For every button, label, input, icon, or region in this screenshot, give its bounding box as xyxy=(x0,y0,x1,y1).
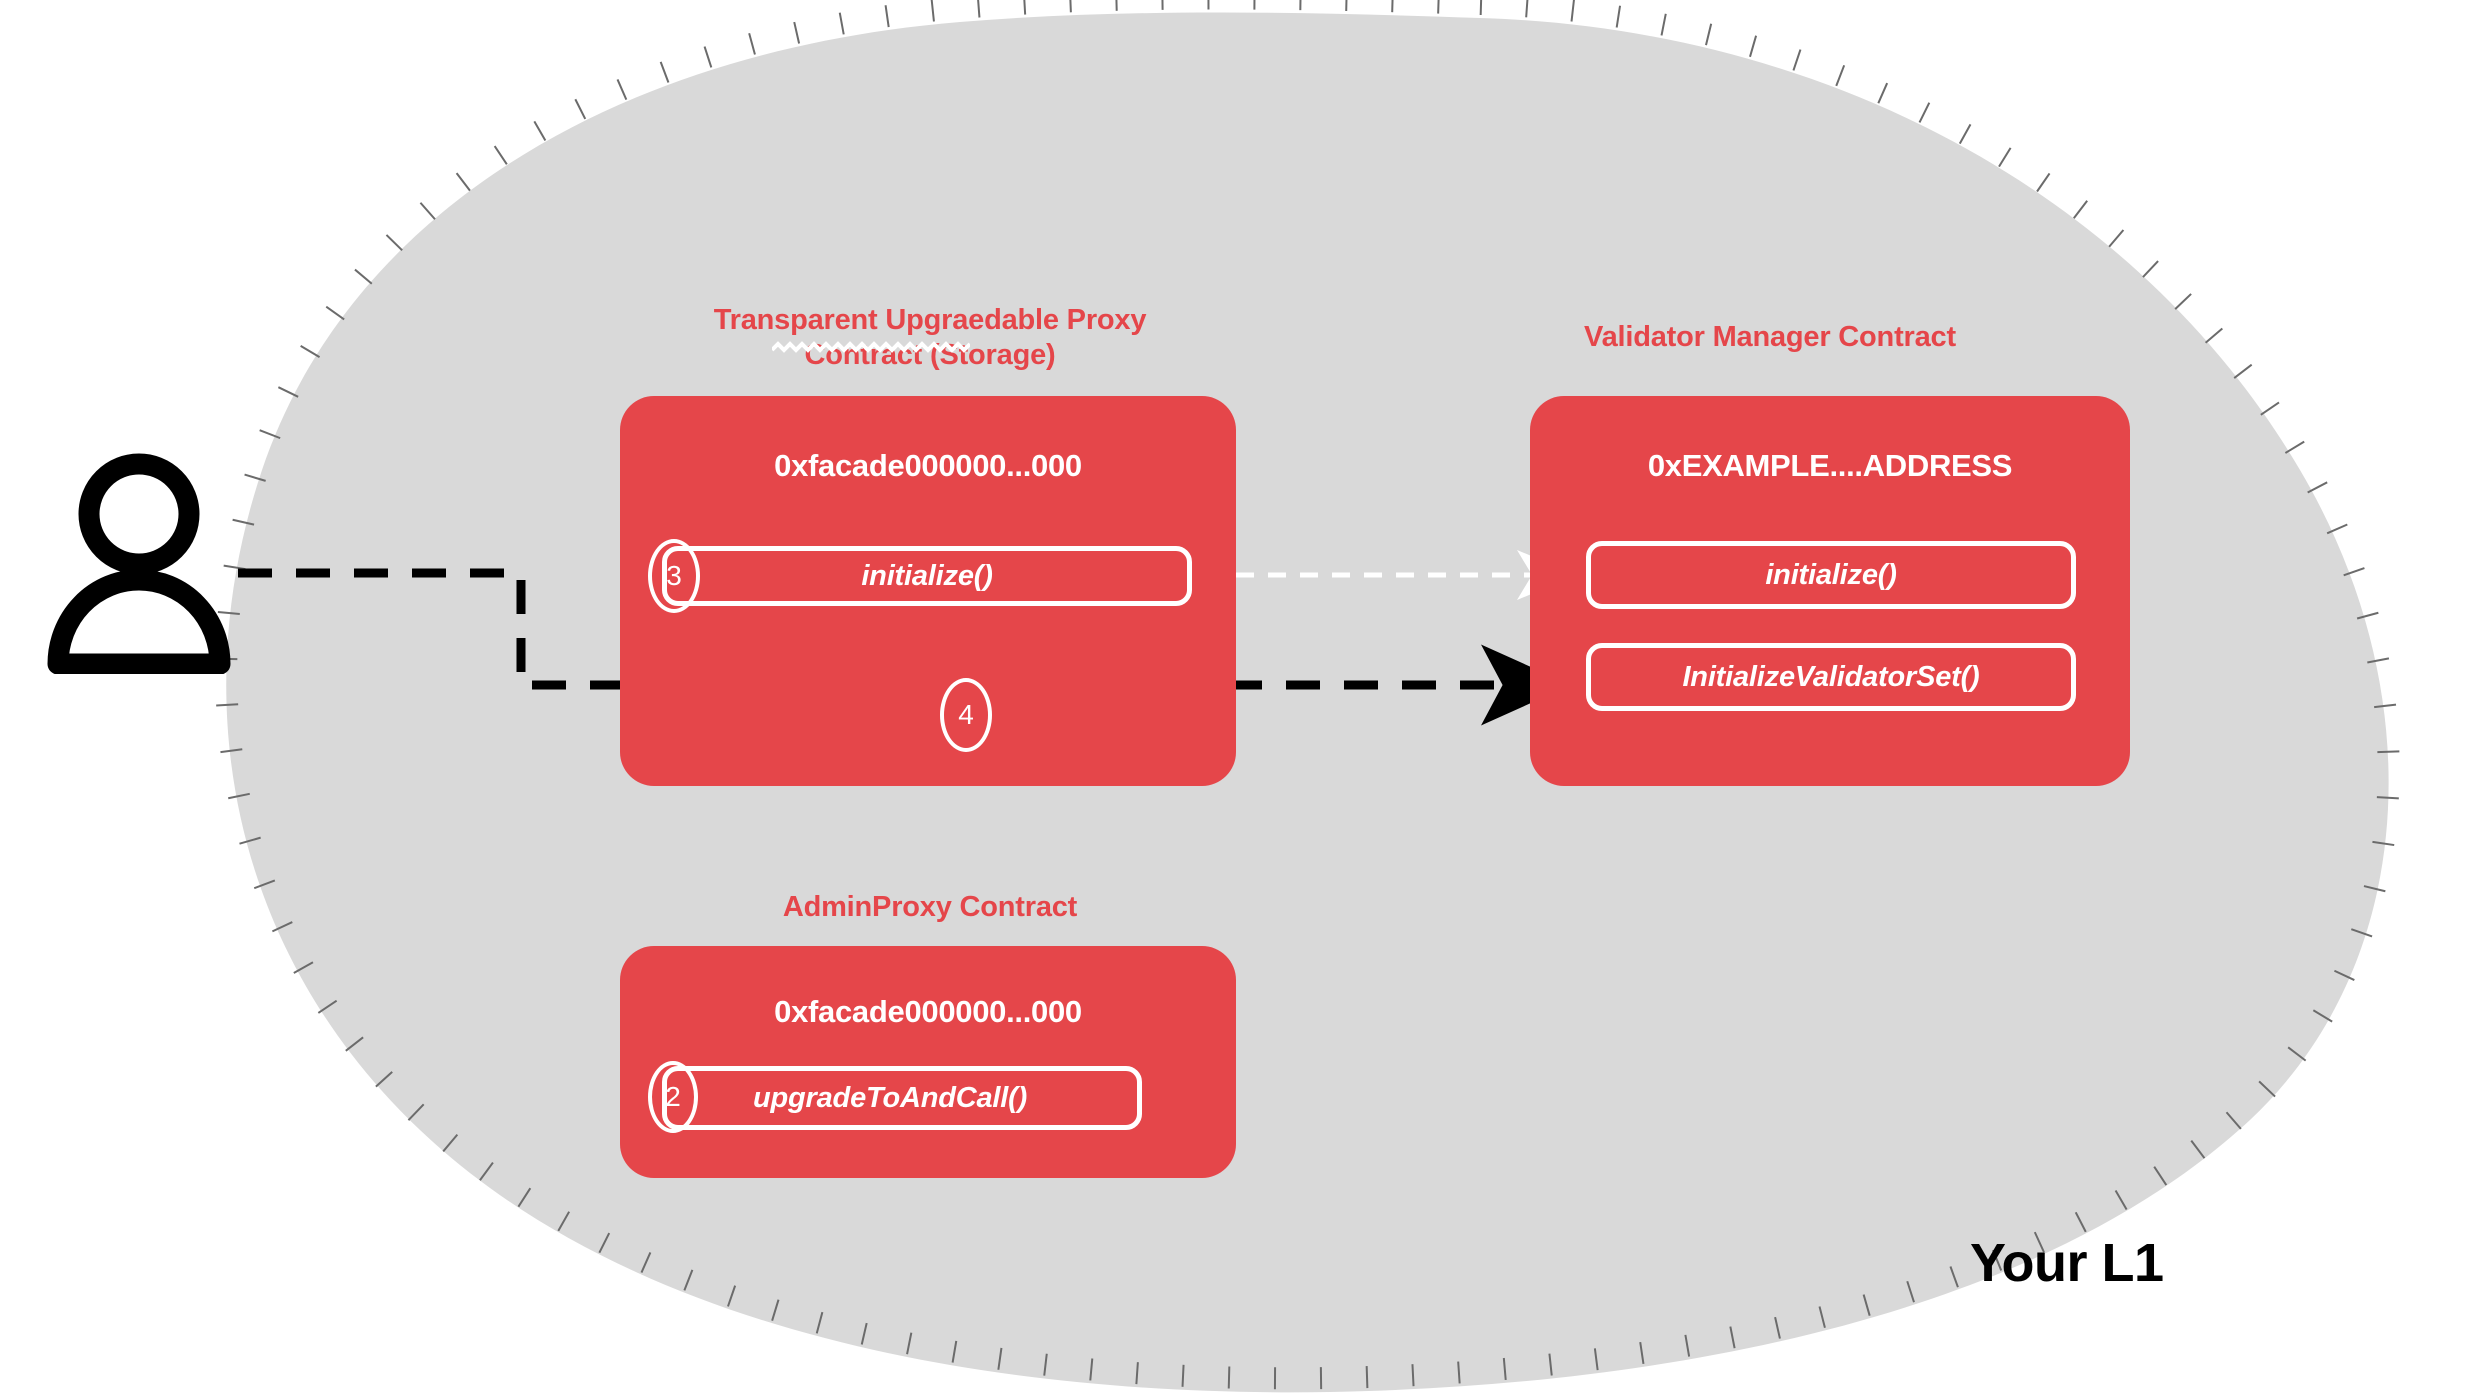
validator-manager-method-initialize[interactable]: initialize() xyxy=(1586,541,2076,609)
step-badge-4: 4 xyxy=(940,678,992,752)
method-label: InitializeValidatorSet() xyxy=(1682,660,1980,693)
transparent-proxy-method-initialize[interactable]: initialize() xyxy=(662,546,1192,606)
method-label: upgradeToAndCall() xyxy=(753,1081,1028,1114)
admin-proxy-box[interactable]: 0xfacade000000...000 upgradeToAndCall() … xyxy=(620,946,1236,1178)
transparent-proxy-address: 0xfacade000000...000 xyxy=(774,448,1082,483)
person-icon xyxy=(47,453,231,674)
method-label: initialize() xyxy=(1765,558,1897,591)
validator-manager-box[interactable]: 0xEXAMPLE....ADDRESS initialize() Initia… xyxy=(1530,396,2130,786)
method-label: initialize() xyxy=(861,559,993,592)
step-badge-2: 2 xyxy=(648,1061,698,1133)
admin-proxy-address: 0xfacade000000...000 xyxy=(774,994,1082,1029)
region-label: Your L1 xyxy=(1970,1233,2164,1293)
validator-manager-method-initializevalidatorset[interactable]: InitializeValidatorSet() xyxy=(1586,643,2076,711)
transparent-proxy-title: Transparent Upgraedable Proxy Contract (… xyxy=(713,304,1147,372)
validator-manager-title: Validator Manager Contract xyxy=(1584,321,1956,353)
admin-proxy-method-upgradetoandcall[interactable]: upgradeToAndCall() xyxy=(662,1066,1142,1130)
transparent-proxy-box[interactable]: 0xfacade000000...000 initialize() 3 4 xyxy=(620,396,1236,786)
step-badge-3: 3 xyxy=(648,539,700,613)
admin-proxy-title: AdminProxy Contract xyxy=(782,891,1078,923)
validator-manager-address: 0xEXAMPLE....ADDRESS xyxy=(1647,448,2013,483)
